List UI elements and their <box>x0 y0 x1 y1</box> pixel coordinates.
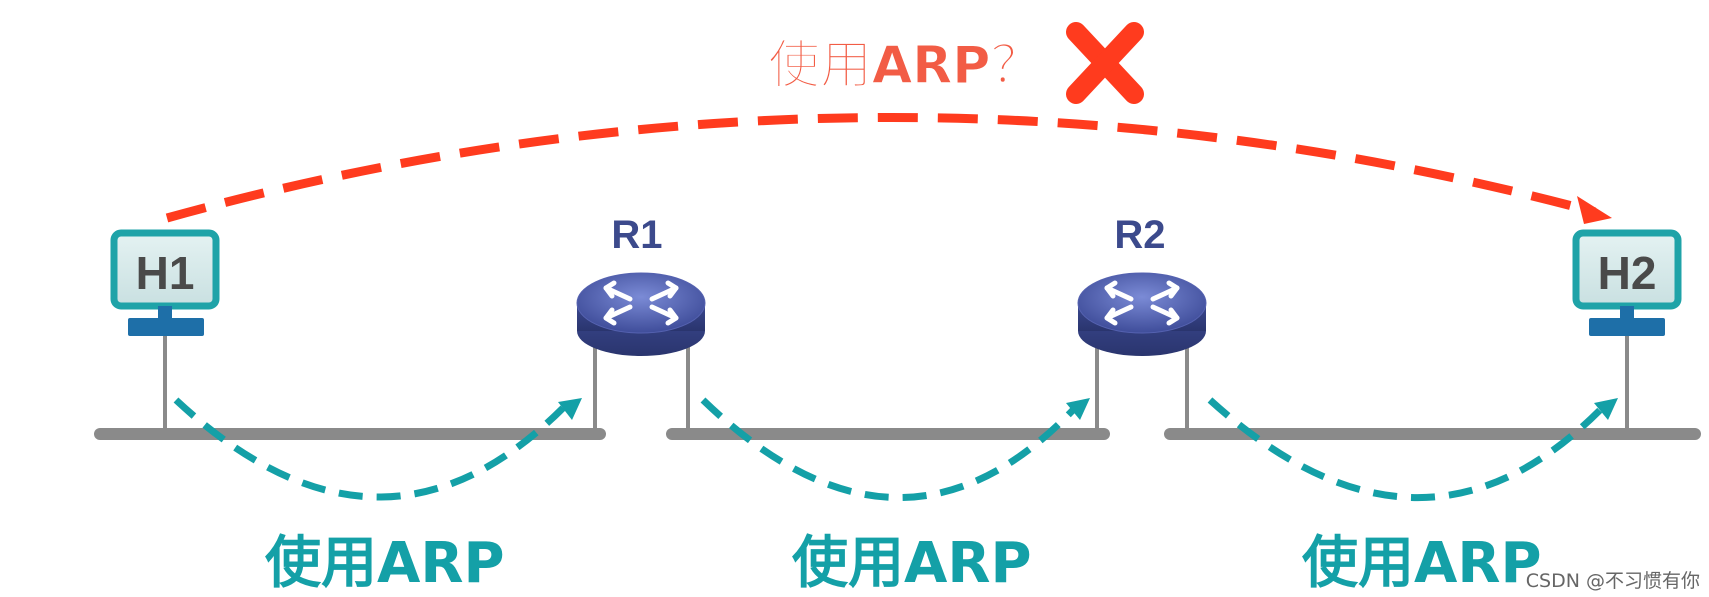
cross-icon <box>1066 22 1144 104</box>
arp-label-segment-2: 使用ARP <box>792 531 1032 596</box>
router-r1: R1 <box>576 213 706 356</box>
arp-arc-h1-r1 <box>173 397 566 501</box>
host-h1-label: H1 <box>136 247 195 299</box>
router-r2: R2 <box>1077 213 1207 356</box>
arp-arc-r2-h2-arrowhead <box>1594 398 1618 420</box>
arp-arc-h1-r1-arrowhead <box>558 398 582 420</box>
arp-arc-r1-r2-arrowhead <box>1066 398 1090 420</box>
arp-arc-r1-r2 <box>700 397 1076 501</box>
arp-arc-r2-h2 <box>1207 397 1603 502</box>
top-arp-label: 使用ARP？ <box>767 36 1042 96</box>
router-r1-label: R1 <box>611 213 662 257</box>
router-arrows-icon <box>1104 280 1180 326</box>
arp-label-segment-1: 使用ARP <box>265 531 505 596</box>
top-arc-arrowhead <box>1577 196 1612 224</box>
router-arrows-icon <box>603 280 679 326</box>
host-h2-label: H2 <box>1598 247 1657 299</box>
arp-label-segment-3: 使用ARP <box>1302 531 1542 596</box>
router-r2-label: R2 <box>1114 213 1165 257</box>
host-h1: H1 <box>110 229 220 336</box>
host-h2: H2 <box>1572 229 1682 336</box>
top-arp-arc <box>165 112 1597 223</box>
watermark: CSDN @不习惯有你 <box>1526 570 1700 592</box>
